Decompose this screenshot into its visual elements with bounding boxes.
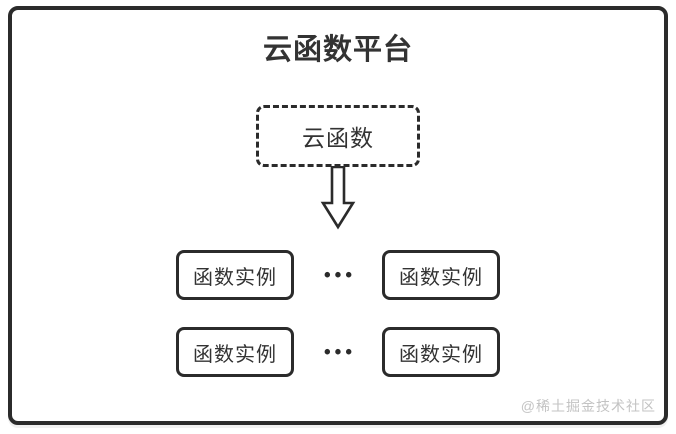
cloud-function-label: 云函数 [302,125,374,151]
function-instance-label: 函数实例 [193,266,277,289]
function-instance-label: 函数实例 [193,343,277,366]
function-instance-box: 函数实例 [382,327,500,377]
watermark-text: @稀土掘金技术社区 [520,398,656,414]
function-instance-label: 函数实例 [399,266,483,289]
down-arrow-icon [318,165,358,230]
instance-row: 函数实例 ••• 函数实例 [176,250,500,300]
ellipsis-dots: ••• [324,341,356,363]
function-instance-box: 函数实例 [176,327,294,377]
function-instance-box: 函数实例 [382,250,500,300]
cloud-function-box: 云函数 [256,105,420,167]
ellipsis-dots: ••• [324,264,356,286]
function-instance-label: 函数实例 [399,343,483,366]
instance-row: 函数实例 ••• 函数实例 [176,327,500,377]
diagram-title: 云函数平台 [262,34,413,66]
function-instance-box: 函数实例 [176,250,294,300]
